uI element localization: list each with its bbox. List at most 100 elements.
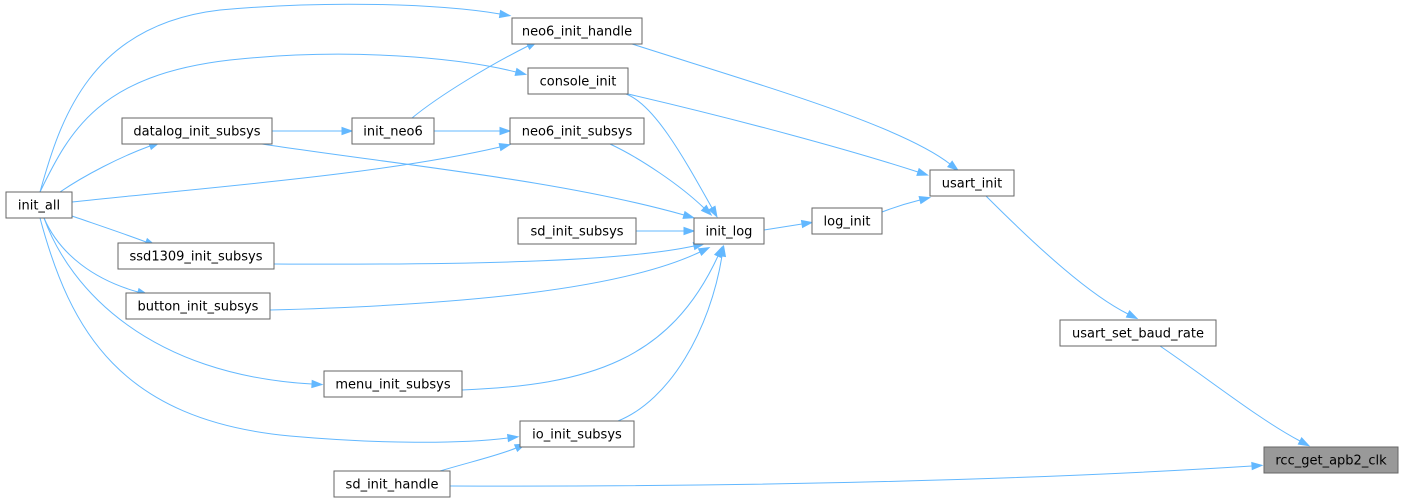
node-usart-init[interactable]: usart_init [929,169,1015,197]
edge-init_all-to-neo6_init_subsys [71,143,512,203]
edge-line [439,447,517,472]
node-datalog-init-subsys[interactable]: datalog_init_subsys [121,117,273,145]
arrowhead-icon [700,204,713,216]
edge-neo6_init_subsys-to-init_log [609,143,713,216]
edge-line [617,255,723,422]
node-rcc-get-apb2-clk[interactable]: rcc_get_apb2_clk [1263,446,1399,474]
edge-init_neo6-to-neo6_init_subsys [434,126,512,136]
edge-line [43,217,313,385]
node-neo6-init-handle[interactable]: neo6_init_handle [511,17,643,45]
edge-sd_init_subsys-to-init_log [636,226,696,236]
edge-init_all-to-neo6_init_handle [39,3,512,193]
arrowhead-icon [1297,437,1311,447]
edge-io_init_subsys-to-init_log [617,244,727,422]
edge-init_all-to-console_init [39,53,528,193]
edge-line [609,143,705,209]
node-button-init-subsys[interactable]: button_init_subsys [125,292,271,320]
edge-line [631,43,951,165]
node-label: sd_init_subsys [530,225,623,240]
edge-line [261,143,685,216]
node-box [125,292,271,320]
node-box [811,207,883,235]
edge-init_all-to-datalog_init_subsys [59,142,161,193]
arrowhead-icon [947,160,960,172]
arrowhead-icon [341,126,354,136]
edge-console_init-to-init_log [625,93,718,219]
node-box [527,67,629,95]
edge-datalog_init_subsys-to-init_neo6 [272,126,354,136]
node-box [929,169,1015,197]
node-init-all[interactable]: init_all [5,191,73,219]
arrowhead-icon [1251,461,1264,471]
arrowhead-icon [498,143,512,152]
node-box [693,217,765,245]
arrowhead-icon [499,126,512,136]
node-label: init_neo6 [363,125,423,140]
node-box [1059,319,1217,347]
node-box [117,242,275,270]
node-box [519,420,635,448]
edge-line [985,195,1129,315]
edge-line [763,223,803,231]
edge-button_init_subsys-to-init_log [269,247,711,311]
node-box [517,217,637,245]
node-io-init-subsys[interactable]: io_init_subsys [519,420,635,448]
node-sd-init-subsys[interactable]: sd_init_subsys [517,217,637,245]
edge-usart_set_baud_rate-to-rcc_get_apb2_clk [1159,345,1311,447]
edge-sd_init_handle-to-io_init_subsys [439,443,527,472]
edge-line [39,3,501,193]
arrowhead-icon [682,210,696,219]
node-label: datalog_init_subsys [133,125,260,140]
arrowhead-icon [683,226,696,236]
node-label: button_init_subsys [138,300,259,315]
edge-init_log-to-log_init [763,219,814,231]
node-box [333,470,451,498]
node-label: usart_init [942,177,1002,192]
arrowhead-icon [1125,310,1139,320]
edge-log_init-to-usart_init [881,196,932,213]
node-box [511,17,643,45]
edge-menu_init_subsys-to-init_log [461,245,723,391]
node-label: ssd1309_init_subsys [130,250,263,265]
node-label: neo6_init_subsys [522,125,633,140]
edge-line [461,255,719,391]
edge-ssd1309_init_subsys-to-init_log [273,241,706,265]
node-sd-init-handle[interactable]: sd_init_handle [333,470,451,498]
arrowhead-icon [311,379,324,389]
edge-line [71,215,147,243]
edge-line [625,93,713,209]
edges-layer [39,3,1311,487]
node-box [5,191,73,219]
node-init-log[interactable]: init_log [693,217,765,245]
edge-sd_init_handle-to-rcc_get_apb2_clk [449,461,1264,487]
node-neo6-init-subsys[interactable]: neo6_init_subsys [509,117,645,145]
arrowhead-icon [506,433,520,443]
edge-line [269,251,701,311]
edge-line [71,146,501,203]
arrowhead-icon [514,67,528,76]
edge-line [449,465,1253,487]
node-ssd1309-init-subsys[interactable]: ssd1309_init_subsys [117,242,275,270]
node-init-neo6[interactable]: init_neo6 [351,117,435,145]
edge-init_neo6-to-neo6_init_handle [411,40,539,119]
node-label: log_init [824,215,871,230]
node-label: init_log [706,225,753,240]
edge-line [627,93,919,173]
node-usart-set-baud-rate[interactable]: usart_set_baud_rate [1059,319,1217,347]
node-label: init_all [18,199,60,214]
node-menu-init-subsys[interactable]: menu_init_subsys [323,370,463,398]
edge-line [59,145,151,193]
node-box [323,370,463,398]
edge-line [1159,345,1301,442]
edge-line [39,53,517,193]
node-console-init[interactable]: console_init [527,67,629,95]
node-label: neo6_init_handle [522,25,632,40]
edge-line [411,45,529,119]
node-box [509,117,645,145]
node-log-init[interactable]: log_init [811,207,883,235]
node-label: usart_set_baud_rate [1072,327,1204,342]
edge-neo6_init_handle-to-usart_init [631,43,960,172]
edge-line [881,199,921,213]
edge-usart_init-to-usart_set_baud_rate [985,195,1139,320]
